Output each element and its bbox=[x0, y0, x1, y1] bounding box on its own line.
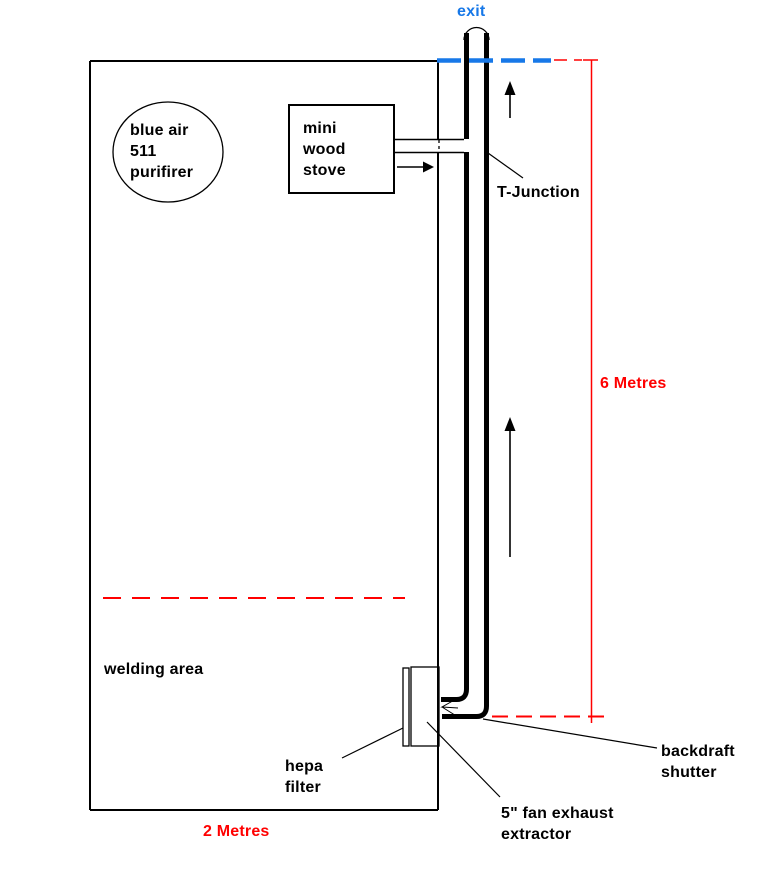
backdraft-shutter-flap bbox=[440, 697, 459, 718]
air-purifier-circle bbox=[112, 101, 224, 203]
stove-flue-pipe bbox=[394, 138, 464, 154]
duct-exit-cap bbox=[463, 26, 490, 41]
flow-arrow-up-top-icon bbox=[504, 81, 516, 118]
exit-label: exit bbox=[457, 3, 486, 20]
exhaust-duct-left-wall bbox=[441, 33, 469, 702]
wood-stove-box bbox=[288, 104, 395, 194]
exhaust-duct-right-wall bbox=[442, 33, 489, 719]
air-purifier-label: blue air 511 purifirer bbox=[130, 122, 194, 181]
dimension-height-label: 6 Metres bbox=[600, 375, 667, 392]
dimension-width-label: 2 Metres bbox=[203, 823, 270, 840]
hepa-filter-box bbox=[402, 667, 410, 747]
flow-arrow-up-mid-icon bbox=[504, 417, 516, 557]
backdraft-pointer-line bbox=[482, 718, 658, 749]
fan-pointer-line bbox=[426, 721, 501, 798]
backdraft-shutter-label: backdraft shutter bbox=[661, 743, 735, 781]
welding-area-label: welding area bbox=[104, 661, 204, 678]
hepa-filter-label: hepa filter bbox=[285, 758, 324, 796]
t-junction-label: T-Junction bbox=[497, 184, 580, 201]
fan-extractor-box bbox=[410, 666, 440, 747]
fan-extractor-label: 5" fan exhaust extractor bbox=[501, 805, 614, 843]
t-junction-pointer-line bbox=[487, 152, 524, 179]
workshop-room-outline bbox=[89, 60, 439, 811]
flow-arrow-right-icon bbox=[397, 161, 434, 173]
wood-stove-label: mini wood stove bbox=[303, 120, 346, 179]
hepa-pointer-line bbox=[341, 727, 404, 759]
